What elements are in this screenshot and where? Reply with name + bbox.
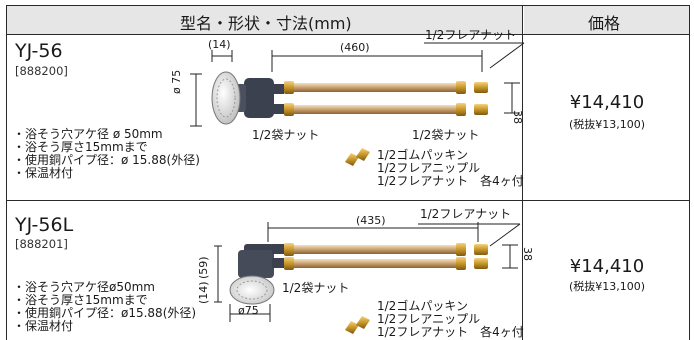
packing-parts-icon	[345, 316, 370, 334]
flare-nut-label: 1/2フレアナット	[425, 28, 517, 42]
product-spec: ・使用銅パイプ径：ø 15.88(外径)	[13, 153, 200, 167]
copper-pipe-icon	[284, 81, 466, 116]
header-title-dims: 型名・形状・寸法(mm)	[180, 14, 352, 33]
product-price-excl-tax: (税抜¥13,100)	[568, 118, 646, 131]
parts-label: 1/2ゴムパッキン	[377, 299, 468, 313]
row-divider	[6, 200, 690, 201]
table-border-left	[6, 5, 7, 340]
table-header-left: 型名・形状・寸法(mm)	[6, 6, 522, 34]
bag-nut-label: 1/2袋ナット	[412, 128, 480, 142]
packing-parts-icon	[345, 148, 370, 166]
drain-fitting-icon	[229, 244, 284, 305]
dimension-label: ø75	[238, 304, 259, 317]
product-model-name: YJ-56	[15, 40, 63, 62]
product-spec: ・保温材付	[13, 319, 74, 333]
table-border-right	[689, 5, 690, 340]
product-price: ¥14,410	[569, 256, 645, 277]
product-price-excl-tax: (税抜¥13,100)	[568, 280, 646, 293]
product-spec: ・浴そう穴アケ径ø50mm	[13, 280, 155, 294]
parts-label: 1/2フレアニップル	[377, 161, 481, 175]
header-title-price: 価格	[588, 14, 621, 33]
drain-fitting-icon	[211, 71, 284, 125]
dimension-label: (14)	[208, 38, 231, 51]
product-code: [888200]	[15, 64, 68, 78]
dimension-label: (435)	[356, 214, 386, 227]
parts-label: 1/2ゴムパッキン	[377, 148, 468, 162]
dimension-label: (59)	[197, 256, 210, 279]
product-spec: ・使用銅パイプ径：ø15.88(外径)	[13, 306, 197, 320]
dimension-label: (14)	[197, 281, 210, 304]
dimension-label: (460)	[340, 41, 370, 54]
product-spec: ・浴そう厚さ15mmまで	[13, 293, 148, 307]
product-spec: ・浴そう穴アケ径 ø 50mm	[13, 127, 163, 141]
flare-nut-label: 1/2フレアナット	[420, 207, 512, 221]
header-bottom-line	[6, 34, 690, 35]
parts-label: 1/2フレアナット 各4ヶ付	[377, 174, 524, 188]
flare-nut-icon	[474, 244, 488, 269]
product-spec: ・保温材付	[13, 166, 74, 180]
parts-label: 1/2フレアナット 各4ヶ付	[377, 325, 524, 339]
product-price: ¥14,410	[569, 92, 645, 113]
column-divider	[522, 5, 523, 340]
bag-nut-label: 1/2袋ナット	[252, 128, 320, 142]
product-model-name: YJ-56L	[15, 214, 74, 236]
product-spec: ・浴そう厚さ15mmまで	[13, 140, 148, 154]
parts-label: 1/2フレアニップル	[377, 312, 481, 326]
table-border-top	[6, 5, 690, 6]
flare-nut-icon	[474, 82, 488, 115]
table-header-right: 価格	[524, 6, 690, 34]
copper-pipe-icon	[284, 243, 466, 270]
bag-nut-label: 1/2袋ナット	[282, 281, 350, 295]
product-code: [888201]	[15, 237, 68, 251]
